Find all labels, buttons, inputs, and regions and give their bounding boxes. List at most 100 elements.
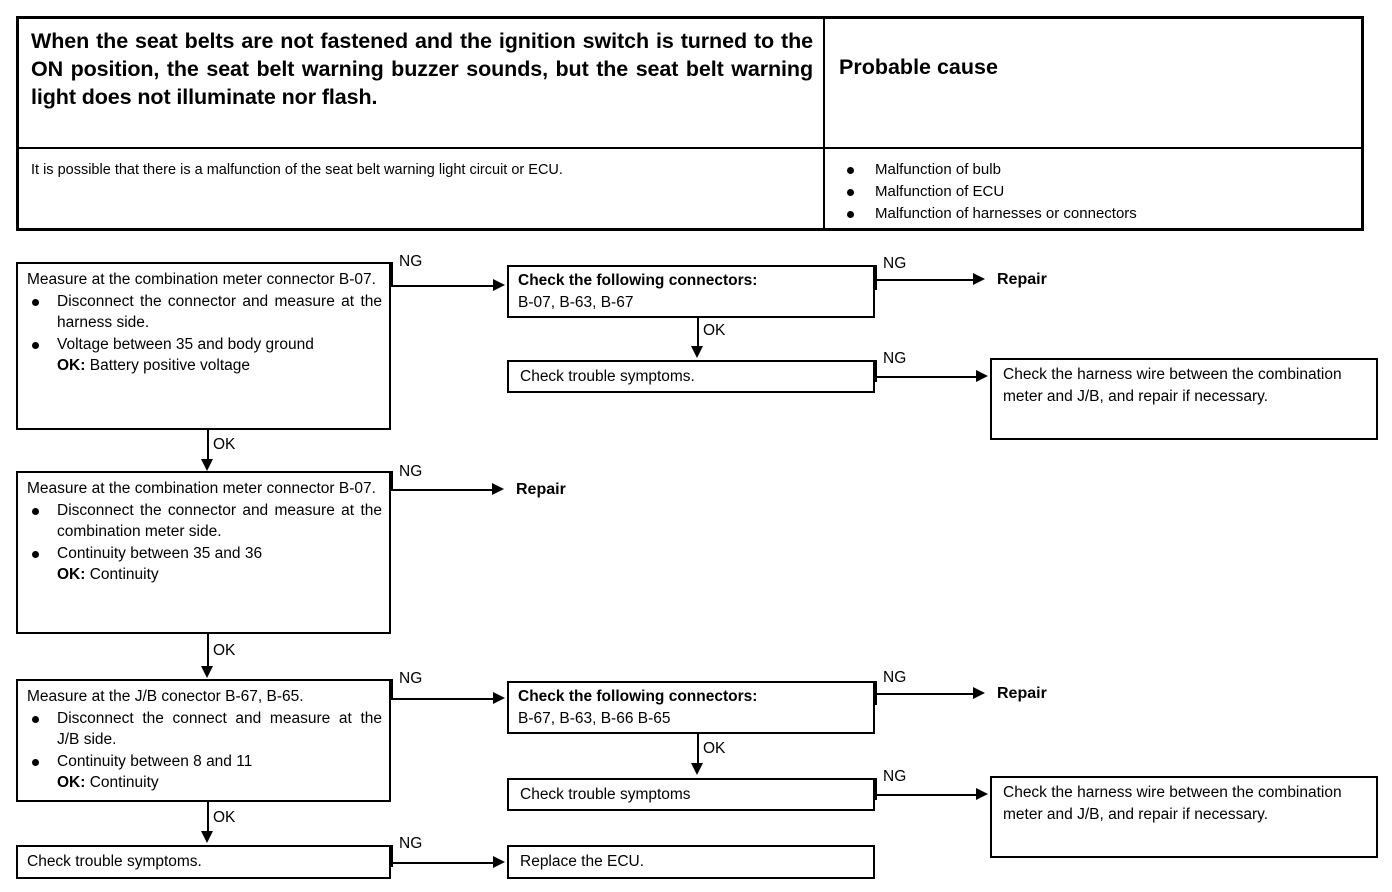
step-1-bullets: Disconnect the connector and measure at … [27, 291, 382, 356]
connectors-2-heading: Check the following connectors: [518, 688, 758, 705]
probable-cause-cell: Probable cause [825, 19, 1361, 147]
probable-cause-header: Probable cause [839, 55, 998, 79]
edge-label-ng: NG [399, 670, 423, 687]
bullet-label: Continuity between 35 and 36 [57, 544, 263, 562]
edge-label-ng: NG [883, 255, 907, 272]
edge-label-ng: NG [883, 669, 907, 686]
trouble-symptoms-2-box: Check trouble symptoms [507, 778, 875, 811]
bullet-label: Continuity between 8 and 11 [57, 752, 253, 770]
ok-value: Continuity [89, 774, 159, 791]
connector-step1-ok-line [207, 430, 209, 463]
symptom-note-cell: It is possible that there is a malfuncti… [19, 149, 825, 229]
connector-step1-ng-stub [391, 262, 393, 285]
arrow-step1-ng [493, 279, 505, 291]
probable-cause-list-cell: Malfunction of bulb Malfunction of ECU M… [825, 149, 1361, 229]
connector-conn1-ng-stub [875, 265, 877, 290]
bullet-icon [847, 189, 854, 196]
edge-label-ok: OK [703, 740, 726, 757]
bullet-icon [32, 298, 39, 306]
ok-label: OK: [57, 774, 86, 791]
harness-check-1-box: Check the harness wire between the combi… [990, 358, 1378, 440]
trouble-symptoms-1-box: Check trouble symptoms. [507, 360, 875, 393]
bullet-icon [32, 341, 39, 349]
bullet-label: Disconnect the connector and measure at … [57, 292, 382, 332]
trouble-symptoms-1-label: Check trouble symptoms. [520, 368, 695, 385]
bullet-icon [32, 715, 39, 723]
connector-step3-ok-line [207, 802, 209, 834]
bullet-icon [32, 507, 39, 515]
trouble-symptoms-3-box: Check trouble symptoms. [16, 845, 391, 879]
list-item: Malfunction of bulb [839, 159, 1351, 181]
arrow-conn1-ng [973, 273, 985, 285]
ok-value: Continuity [89, 566, 159, 583]
list-item: Continuity between 35 and 36 [27, 543, 382, 565]
harness-check-2-box: Check the harness wire between the combi… [990, 776, 1378, 858]
edge-label-ok: OK [213, 436, 236, 453]
edge-label-ok: OK [213, 809, 236, 826]
step-2-box: Measure at the combination meter connect… [16, 471, 391, 634]
cause-label: Malfunction of harnesses or connectors [875, 205, 1137, 222]
replace-ecu-label: Replace the ECU. [520, 853, 645, 870]
list-item: Voltage between 35 and body ground [27, 334, 382, 356]
symptom-note: It is possible that there is a malfuncti… [31, 162, 563, 178]
connectors-1-heading: Check the following connectors: [518, 272, 758, 289]
step-3-ok-criterion: OK: Continuity [27, 772, 382, 794]
arrow-trouble2-ng [976, 788, 988, 800]
arrow-step3-ng [493, 692, 505, 704]
connector-trouble3-ng-line [391, 862, 495, 864]
edge-label-ng: NG [399, 253, 423, 270]
connector-trouble3-ng-stub [391, 845, 393, 867]
list-item: Malfunction of ECU [839, 181, 1351, 203]
arrow-trouble1-ng [976, 370, 988, 382]
harness-check-1-label: Check the harness wire between the combi… [1003, 366, 1342, 405]
connector-trouble1-ng-line [875, 376, 978, 378]
step-3-box: Measure at the J/B conector B-67, B-65. … [16, 679, 391, 802]
symptom-table-header-row: When the seat belts are not fastened and… [19, 19, 1361, 147]
connector-step1-ng-line [391, 285, 495, 287]
edge-label-ng: NG [399, 835, 423, 852]
connector-conn1-ok-line [697, 318, 699, 348]
symptom-table: When the seat belts are not fastened and… [16, 16, 1364, 231]
connectors-1-list: B-07, B-63, B-67 [518, 293, 634, 311]
cause-label: Malfunction of bulb [875, 161, 1001, 178]
connectors-2-list: B-67, B-63, B-66 B-65 [518, 709, 671, 727]
connector-trouble1-ng-stub [875, 360, 877, 382]
connector-step3-ng-line [391, 698, 495, 700]
step-1-ok-criterion: OK: Battery positive voltage [27, 355, 382, 377]
trouble-symptoms-3-label: Check trouble symptoms. [27, 853, 202, 870]
connectors-1-box: Check the following connectors: B-07, B-… [507, 265, 875, 318]
symptom-title: When the seat belts are not fastened and… [31, 29, 813, 109]
repair-label-2: Repair [516, 481, 566, 498]
step-2-bullets: Disconnect the connector and measure at … [27, 500, 382, 565]
ok-label: OK: [57, 357, 86, 374]
arrow-step2-ok [201, 666, 213, 678]
cause-label: Malfunction of ECU [875, 183, 1005, 200]
bullet-icon [32, 550, 39, 558]
trouble-symptoms-2-label: Check trouble symptoms [520, 786, 691, 803]
edge-label-ng: NG [883, 350, 907, 367]
step-1-box: Measure at the combination meter connect… [16, 262, 391, 430]
repair-label-3: Repair [997, 685, 1047, 702]
symptom-cell: When the seat belts are not fastened and… [19, 19, 825, 147]
bullet-icon [32, 758, 39, 766]
step-2-ok-criterion: OK: Continuity [27, 564, 382, 586]
connector-trouble2-ng-stub [875, 778, 877, 800]
arrow-step3-ok [201, 831, 213, 843]
list-item: Malfunction of harnesses or connectors [839, 203, 1351, 225]
step-1-heading: Measure at the combination meter connect… [27, 271, 376, 288]
arrow-trouble3-ng [493, 856, 505, 868]
connector-conn2-ok-line [697, 734, 699, 765]
list-item: Disconnect the connector and measure at … [27, 291, 382, 334]
bullet-icon [847, 167, 854, 174]
edge-label-ng: NG [883, 768, 907, 785]
connector-conn2-ng-line [875, 693, 975, 695]
connector-step2-ng-line [391, 489, 494, 491]
connector-step2-ng-stub [391, 471, 393, 491]
connector-step3-ng-stub [391, 679, 393, 700]
repair-label-1: Repair [997, 271, 1047, 288]
bullet-label: Disconnect the connector and measure at … [57, 501, 382, 541]
probable-cause-list: Malfunction of bulb Malfunction of ECU M… [839, 157, 1351, 225]
connector-conn1-ng-line [875, 279, 975, 281]
arrow-conn2-ng [973, 687, 985, 699]
arrow-step2-ng [492, 483, 504, 495]
